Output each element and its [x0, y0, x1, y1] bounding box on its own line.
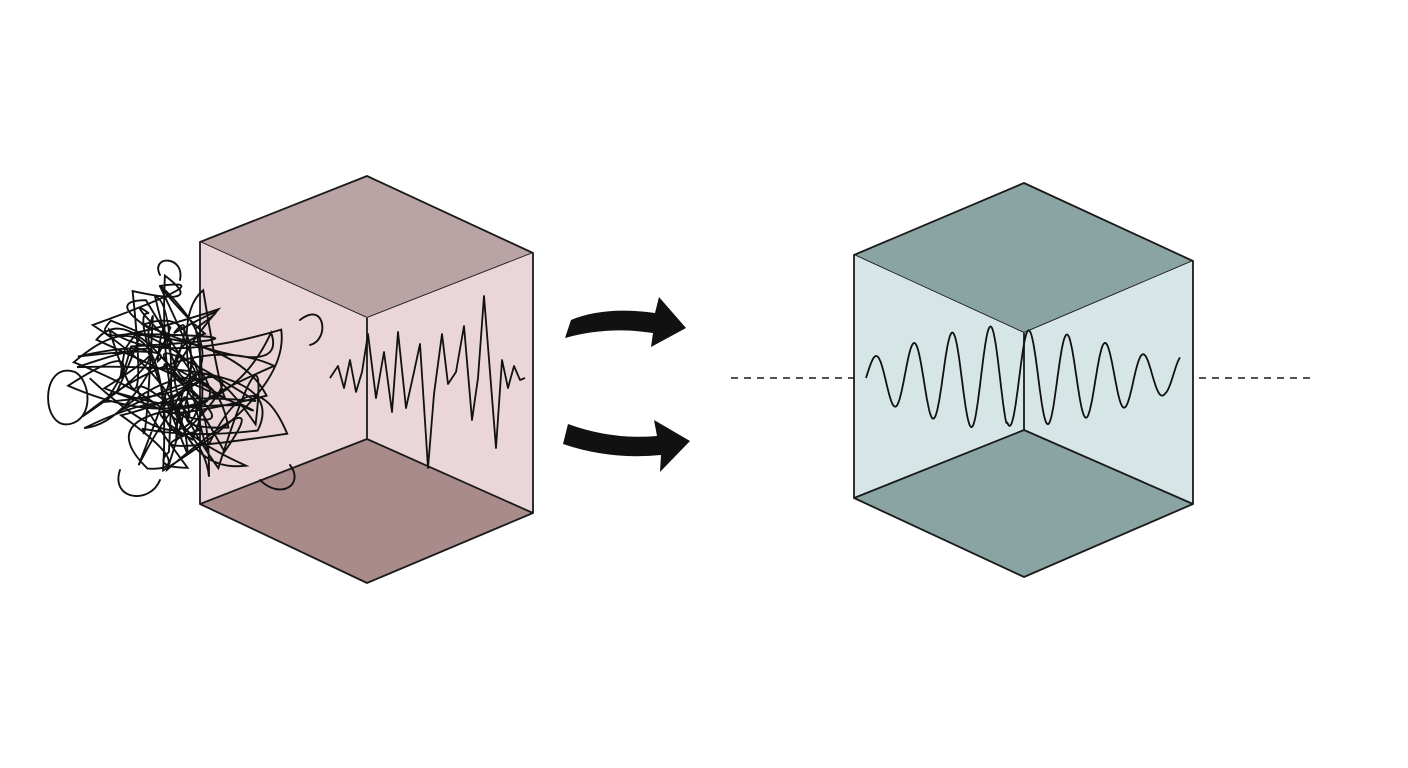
noisy-cube: [47, 175, 534, 584]
curved-arrow-icon: [565, 297, 686, 347]
clean-waveform: [865, 325, 1181, 428]
noisy-waveform: [329, 295, 526, 469]
clean-cube: [853, 182, 1194, 578]
tangled-noise-icon: [47, 259, 324, 497]
transform-arrows: [563, 297, 690, 472]
curved-arrow-icon: [563, 420, 690, 472]
